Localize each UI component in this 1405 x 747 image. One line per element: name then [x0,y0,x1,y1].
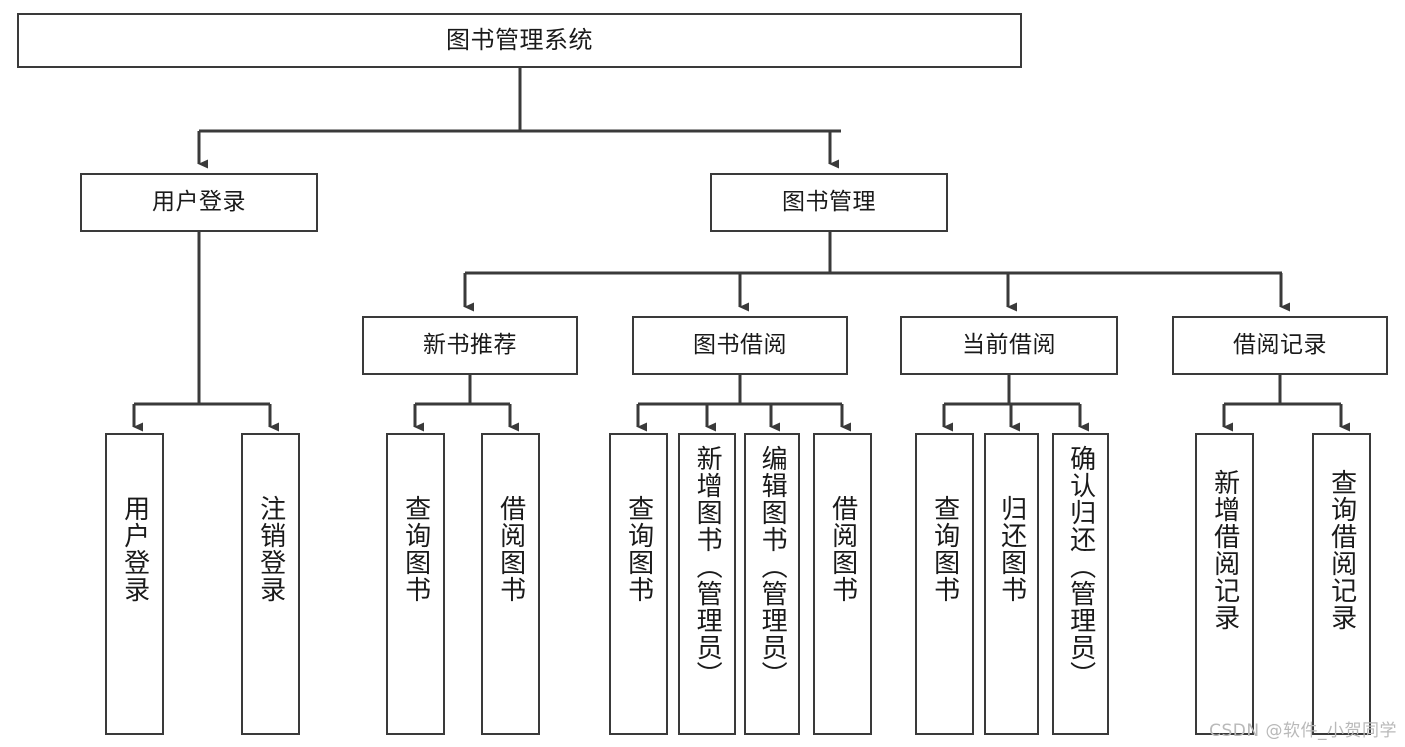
node-label: 用户登录 [152,189,246,216]
leaf-return-books[interactable]: 归还图书 [984,433,1039,735]
leaf-query-books-current[interactable]: 查询图书 [915,433,974,735]
leaf-logout[interactable]: 注销登录 [241,433,300,735]
node-label: 新增借阅记录 [1209,469,1240,631]
leaf-edit-book-admin[interactable]: 编辑图书（管理员） [744,433,800,735]
leaf-add-borrow-record[interactable]: 新增借阅记录 [1195,433,1254,735]
node-label: 当前借阅 [962,332,1056,359]
node-book-management[interactable]: 图书管理 [710,173,948,232]
node-root-system[interactable]: 图书管理系统 [17,13,1022,68]
watermark: CSDN @软件_小贺同学 [1209,721,1397,741]
node-new-book-recommendation[interactable]: 新书推荐 [362,316,578,375]
leaf-query-borrow-record[interactable]: 查询借阅记录 [1312,433,1371,735]
node-label: 新书推荐 [423,332,517,359]
node-label: 图书借阅 [693,332,787,359]
node-user-login[interactable]: 用户登录 [80,173,318,232]
leaf-query-books-borrow[interactable]: 查询图书 [609,433,668,735]
node-label: 查询图书 [929,495,960,603]
node-label: 图书管理 [782,189,876,216]
node-book-borrowing[interactable]: 图书借阅 [632,316,848,375]
node-label: 借阅记录 [1233,332,1327,359]
node-label: 查询借阅记录 [1326,469,1357,631]
leaf-query-books-recommend[interactable]: 查询图书 [386,433,445,735]
node-label: 新增图书（管理员） [692,445,723,688]
leaf-borrow-books[interactable]: 借阅图书 [813,433,872,735]
node-label: 确认归还（管理员） [1065,445,1096,688]
node-label: 归还图书 [996,495,1027,603]
leaf-borrow-books-recommend[interactable]: 借阅图书 [481,433,540,735]
node-label: 借阅图书 [495,495,526,603]
node-label: 用户登录 [119,495,150,603]
leaf-confirm-return-admin[interactable]: 确认归还（管理员） [1052,433,1109,735]
node-label: 注销登录 [255,495,286,603]
node-label: 图书管理系统 [446,25,593,54]
node-current-borrowing[interactable]: 当前借阅 [900,316,1118,375]
node-label: 查询图书 [400,495,431,603]
leaf-user-login[interactable]: 用户登录 [105,433,164,735]
node-borrowing-records[interactable]: 借阅记录 [1172,316,1388,375]
node-label: 查询图书 [623,495,654,603]
node-label: 借阅图书 [827,495,858,603]
node-label: 编辑图书（管理员） [757,445,788,688]
leaf-add-book-admin[interactable]: 新增图书（管理员） [678,433,736,735]
